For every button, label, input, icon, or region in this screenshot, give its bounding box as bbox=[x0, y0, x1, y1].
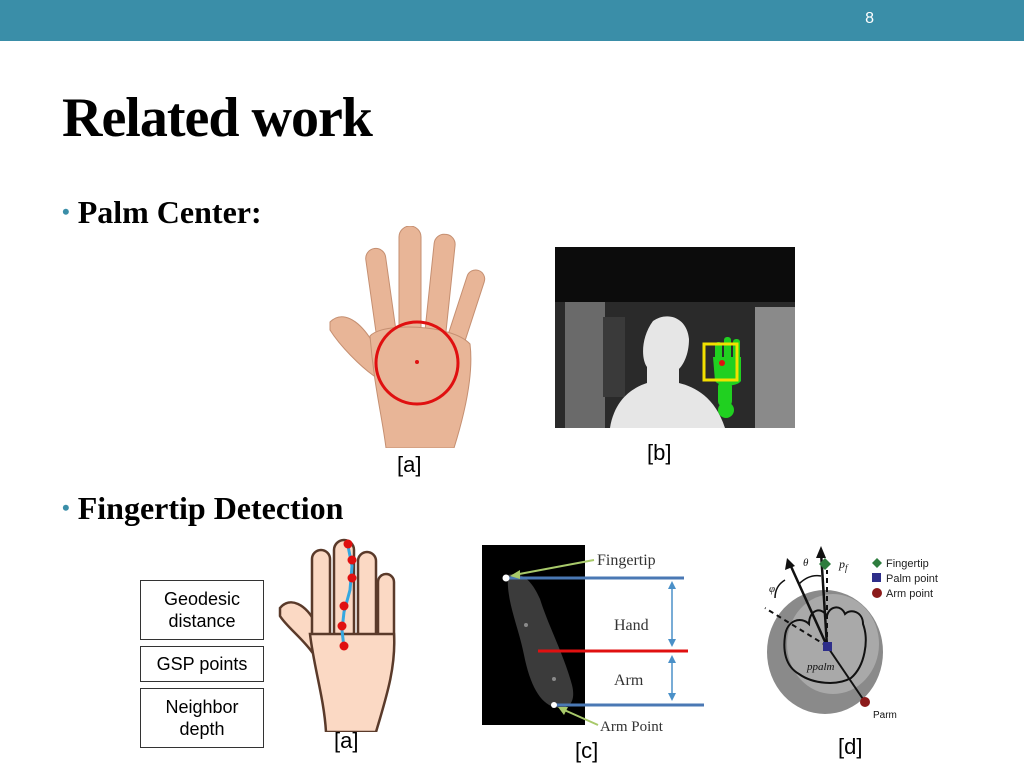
method-box-neighbor: Neighbor depth bbox=[140, 688, 264, 748]
caption-fingertip-a: [a] bbox=[334, 728, 359, 753]
fingertip-point bbox=[502, 574, 510, 582]
gsp-point bbox=[339, 601, 349, 611]
slide-title: Related work bbox=[62, 87, 373, 149]
method-box-line: distance bbox=[168, 611, 236, 631]
caption-palm-b: [b] bbox=[647, 440, 672, 465]
bullet-palm-center: • Palm Center: bbox=[62, 194, 262, 231]
caption-fingertip-d: [d] bbox=[838, 734, 863, 759]
caption-fingertip-c: [c] bbox=[575, 738, 599, 763]
depth-image bbox=[555, 247, 795, 428]
label-pf: pf bbox=[838, 557, 849, 573]
slide-number: 8 bbox=[865, 10, 874, 27]
gsp-point bbox=[337, 621, 347, 631]
bullet-dot: • bbox=[62, 495, 70, 520]
arm-point-marker bbox=[860, 697, 870, 707]
gsp-point bbox=[347, 573, 357, 583]
label-arm: Arm bbox=[614, 672, 644, 689]
top-bar: 8 bbox=[0, 0, 1024, 41]
method-box-geodesic: Geodesic distance bbox=[140, 580, 264, 640]
gsp-point bbox=[347, 555, 357, 565]
label-fingertip: Fingertip bbox=[597, 552, 656, 569]
figure-d: θ φ pf ppalm Parm Fingertip Palm point A… bbox=[764, 546, 938, 721]
gsp-point bbox=[339, 641, 349, 651]
hand-drawing bbox=[278, 538, 396, 732]
label-ppalm: ppalm bbox=[806, 661, 835, 673]
fingertip-marker bbox=[819, 558, 831, 570]
method-box-line: Neighbor bbox=[165, 697, 239, 717]
method-box-gsp: GSP points bbox=[140, 646, 264, 682]
legend-fingertip: Fingertip bbox=[886, 558, 929, 570]
method-box-line: GSP points bbox=[156, 654, 248, 674]
bullet-fingertip-detection: • Fingertip Detection bbox=[62, 490, 343, 527]
palm-center-marker bbox=[719, 360, 725, 366]
palm-hand-image bbox=[329, 226, 486, 448]
caption-palm-a: [a] bbox=[397, 452, 422, 477]
gsp-point bbox=[343, 539, 353, 549]
palm-circle bbox=[374, 320, 460, 406]
method-box-line: Geodesic bbox=[163, 589, 241, 609]
bullet-label: Palm Center: bbox=[77, 194, 262, 230]
label-parm: Parm bbox=[873, 710, 897, 721]
bullet-label: Fingertip Detection bbox=[77, 490, 344, 526]
label-arm-point: Arm Point bbox=[600, 719, 664, 735]
bullet-dot: • bbox=[62, 199, 70, 224]
legend-palm-point: Palm point bbox=[886, 573, 938, 585]
palm-center-point bbox=[415, 360, 419, 364]
label-theta: θ bbox=[803, 557, 809, 569]
palm-point-marker bbox=[823, 642, 832, 651]
hand-bounding-box bbox=[702, 342, 739, 382]
legend-arm-point: Arm point bbox=[886, 588, 933, 600]
label-phi: φ bbox=[769, 583, 775, 595]
label-hand: Hand bbox=[614, 617, 649, 634]
method-box-line: depth bbox=[179, 719, 225, 739]
figure-c: Fingertip Hand Arm Arm Point bbox=[482, 545, 704, 735]
arm-point bbox=[551, 702, 557, 708]
